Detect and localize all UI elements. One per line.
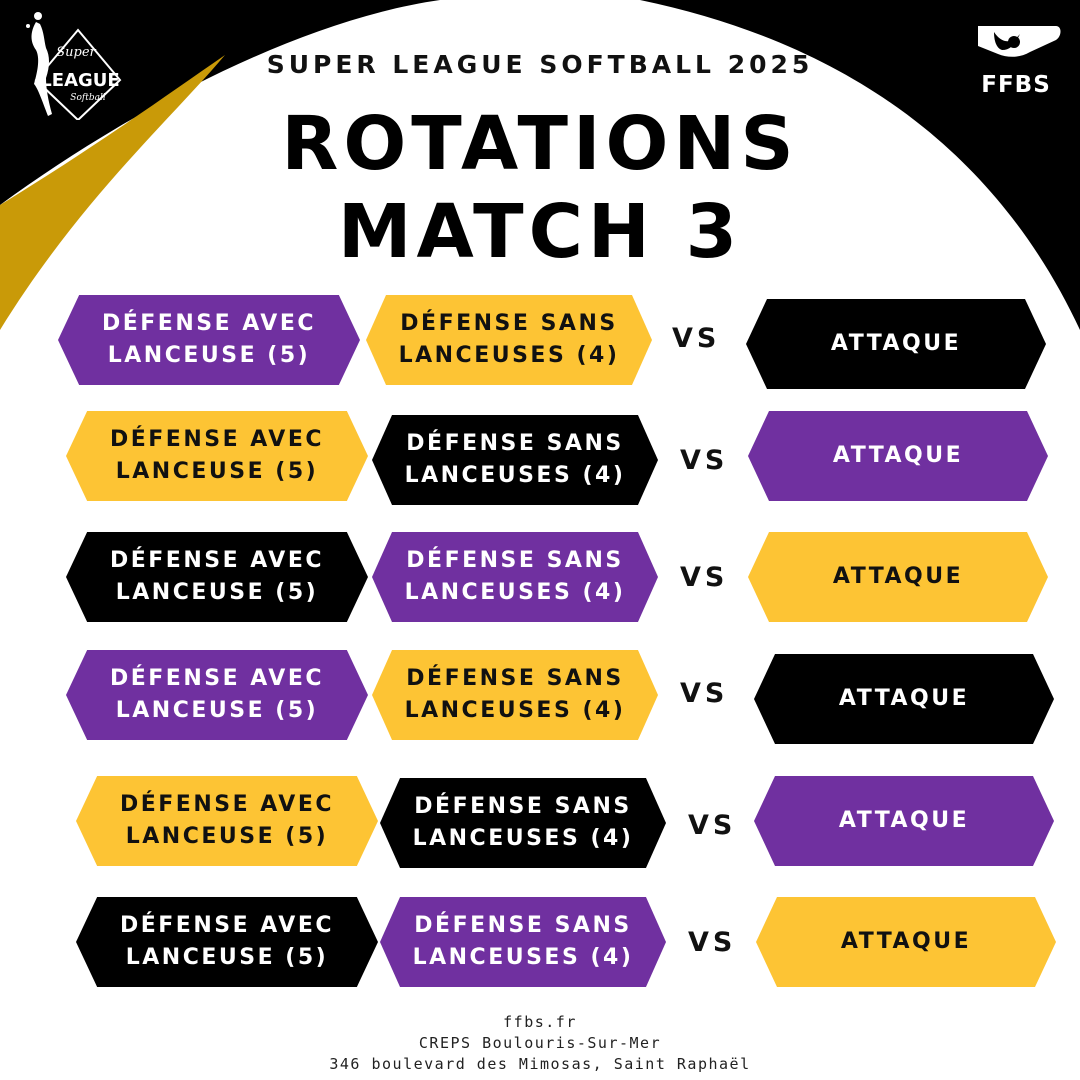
defense-without-pitcher-label: DÉFENSE SANS LANCEUSES (4) (404, 666, 626, 723)
page-title-line-2: MATCH 3 (337, 189, 743, 275)
versus-label: VS (680, 445, 729, 476)
page-title: ROTATIONS MATCH 3 (0, 100, 1080, 276)
defense-with-pitcher-label: DÉFENSE AVEC LANCEUSE (5) (119, 913, 335, 970)
defense-with-pitcher-tag: DÉFENSE AVEC LANCEUSE (5) (76, 897, 378, 987)
attack-tag: ATTAQUE (754, 654, 1054, 744)
footer-venue: CREPS Boulouris-Sur-Mer (418, 1034, 662, 1052)
rotation-row: DÉFENSE AVEC LANCEUSE (5) DÉFENSE SANS L… (0, 897, 1080, 989)
top-right-black-swoosh (640, 0, 1080, 330)
rotation-row: DÉFENSE AVEC LANCEUSE (5) DÉFENSE SANS L… (0, 295, 1080, 389)
versus-label: VS (680, 678, 729, 709)
rotation-row: DÉFENSE AVEC LANCEUSE (5) DÉFENSE SANS L… (0, 776, 1080, 868)
attack-tag: ATTAQUE (756, 897, 1056, 987)
attack-label: ATTAQUE (832, 564, 964, 589)
softball-pitcher-icon (26, 12, 52, 116)
footer: ffbs.fr CREPS Boulouris-Sur-Mer 346 boul… (0, 1012, 1080, 1075)
defense-with-pitcher-label: DÉFENSE AVEC LANCEUSE (5) (119, 792, 335, 849)
attack-label: ATTAQUE (832, 443, 964, 468)
page-subtitle: SUPER LEAGUE SOFTBALL 2025 (266, 50, 814, 79)
defense-with-pitcher-label: DÉFENSE AVEC LANCEUSE (5) (109, 666, 325, 723)
attack-tag: ATTAQUE (748, 411, 1048, 501)
defense-without-pitcher-label: DÉFENSE SANS LANCEUSES (4) (412, 794, 634, 851)
defense-without-pitcher-tag: DÉFENSE SANS LANCEUSES (4) (380, 897, 666, 987)
defense-with-pitcher-tag: DÉFENSE AVEC LANCEUSE (5) (66, 650, 368, 740)
attack-label: ATTAQUE (840, 929, 972, 954)
versus-label: VS (688, 810, 737, 841)
ffbs-federation-logo: FFBS (968, 20, 1064, 102)
gold-swoosh (0, 55, 225, 330)
attack-tag: ATTAQUE (754, 776, 1054, 866)
attack-label: ATTAQUE (838, 686, 970, 711)
defense-with-pitcher-tag: DÉFENSE AVEC LANCEUSE (5) (76, 776, 378, 866)
defense-with-pitcher-tag: DÉFENSE AVEC LANCEUSE (5) (66, 411, 368, 501)
versus-label: VS (680, 562, 729, 593)
super-league-softball-logo: Super LEAGUE Softball (16, 8, 128, 122)
rotation-row: DÉFENSE AVEC LANCEUSE (5) DÉFENSE SANS L… (0, 411, 1080, 505)
versus-label: VS (672, 323, 721, 354)
league-logo-line-1: Super (56, 45, 96, 60)
footer-address: 346 boulevard des Mimosas, Saint Raphaël (329, 1055, 751, 1073)
footer-website: ffbs.fr (503, 1013, 577, 1031)
defense-without-pitcher-label: DÉFENSE SANS LANCEUSES (4) (404, 431, 626, 488)
defense-without-pitcher-tag: DÉFENSE SANS LANCEUSES (4) (380, 778, 666, 868)
league-logo-line-3: Softball (70, 93, 106, 103)
defense-with-pitcher-tag: DÉFENSE AVEC LANCEUSE (5) (66, 532, 368, 622)
defense-without-pitcher-tag: DÉFENSE SANS LANCEUSES (4) (372, 532, 658, 622)
page-title-line-1: ROTATIONS (281, 101, 799, 187)
attack-tag: ATTAQUE (746, 299, 1046, 389)
defense-without-pitcher-label: DÉFENSE SANS LANCEUSES (4) (398, 311, 620, 368)
attack-tag: ATTAQUE (748, 532, 1048, 622)
ffbs-logo-text: FFBS (981, 72, 1051, 98)
defense-with-pitcher-tag: DÉFENSE AVEC LANCEUSE (5) (58, 295, 360, 385)
defense-with-pitcher-label: DÉFENSE AVEC LANCEUSE (5) (109, 548, 325, 605)
defense-without-pitcher-label: DÉFENSE SANS LANCEUSES (4) (412, 913, 634, 970)
defense-with-pitcher-label: DÉFENSE AVEC LANCEUSE (5) (109, 427, 325, 484)
defense-without-pitcher-tag: DÉFENSE SANS LANCEUSES (4) (366, 295, 652, 385)
defense-without-pitcher-tag: DÉFENSE SANS LANCEUSES (4) (372, 650, 658, 740)
top-left-black-swoosh (0, 0, 440, 205)
versus-label: VS (688, 927, 737, 958)
defense-without-pitcher-tag: DÉFENSE SANS LANCEUSES (4) (372, 415, 658, 505)
attack-label: ATTAQUE (838, 808, 970, 833)
league-logo-line-2: LEAGUE (40, 70, 119, 91)
rotation-row: DÉFENSE AVEC LANCEUSE (5) DÉFENSE SANS L… (0, 650, 1080, 744)
defense-without-pitcher-label: DÉFENSE SANS LANCEUSES (4) (404, 548, 626, 605)
rotation-row: DÉFENSE AVEC LANCEUSE (5) DÉFENSE SANS L… (0, 532, 1080, 624)
defense-with-pitcher-label: DÉFENSE AVEC LANCEUSE (5) (101, 311, 317, 368)
attack-label: ATTAQUE (830, 331, 962, 356)
